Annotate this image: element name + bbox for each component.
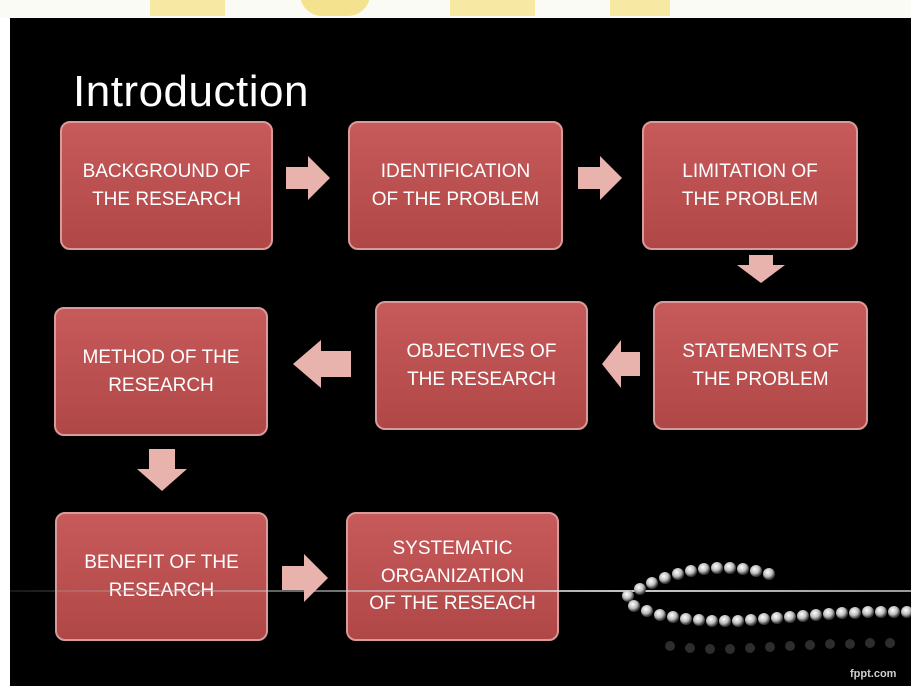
step-label-line: THE RESEARCH — [92, 188, 241, 210]
step-label-line: BENEFIT OF THE — [84, 551, 239, 573]
step-label-line: METHOD OF THE — [82, 346, 240, 368]
step-background: BACKGROUND OF THE RESEARCH — [60, 121, 273, 250]
step-statements: STATEMENTS OF THE PROBLEM — [653, 301, 868, 430]
step-label-line: THE PROBLEM — [692, 368, 829, 390]
step-label-line: OF THE RESEACH — [369, 593, 536, 615]
step-label-line: BACKGROUND OF — [82, 160, 251, 182]
slide-title: Introduction — [73, 67, 309, 116]
step-label-line: IDENTIFICATION — [380, 160, 531, 182]
top-watermark-strip — [0, 0, 911, 18]
step-method: METHOD OF THE RESEARCH — [54, 307, 268, 436]
arrow-right-icon — [578, 156, 622, 200]
step-systematic: SYSTEMATIC ORGANIZATION OF THE RESEACH — [346, 512, 559, 641]
step-label-line: SYSTEMATIC — [392, 538, 513, 560]
step-objectives: OBJECTIVES OF THE RESEARCH — [375, 301, 588, 430]
step-label-line: RESEARCH — [108, 374, 214, 396]
arrow-right-icon — [286, 156, 330, 200]
step-label-line: STATEMENTS OF — [682, 340, 839, 362]
arrow-left-icon — [293, 340, 351, 388]
slide: Introduction BACKGROUND OF THE RESEARCH I… — [10, 18, 911, 686]
step-label-line: ORGANIZATION — [380, 565, 525, 587]
arrow-right-icon — [282, 554, 328, 602]
brand-label: fppt.com — [850, 668, 897, 680]
decorative-line — [10, 590, 911, 592]
step-label-line: OBJECTIVES OF — [406, 340, 557, 362]
step-limitation: LIMITATION OF THE PROBLEM — [642, 121, 858, 250]
arrow-down-icon — [137, 449, 187, 491]
step-label-line: OF THE PROBLEM — [371, 188, 540, 210]
step-label-line: THE PROBLEM — [681, 188, 819, 210]
arrow-down-icon — [737, 255, 785, 283]
step-label-line: THE RESEARCH — [407, 368, 556, 390]
arrow-left-icon — [602, 340, 640, 388]
step-identification: IDENTIFICATION OF THE PROBLEM — [348, 121, 563, 250]
step-label-line: LIMITATION OF — [682, 160, 818, 182]
pearl-necklace-image — [622, 562, 911, 654]
